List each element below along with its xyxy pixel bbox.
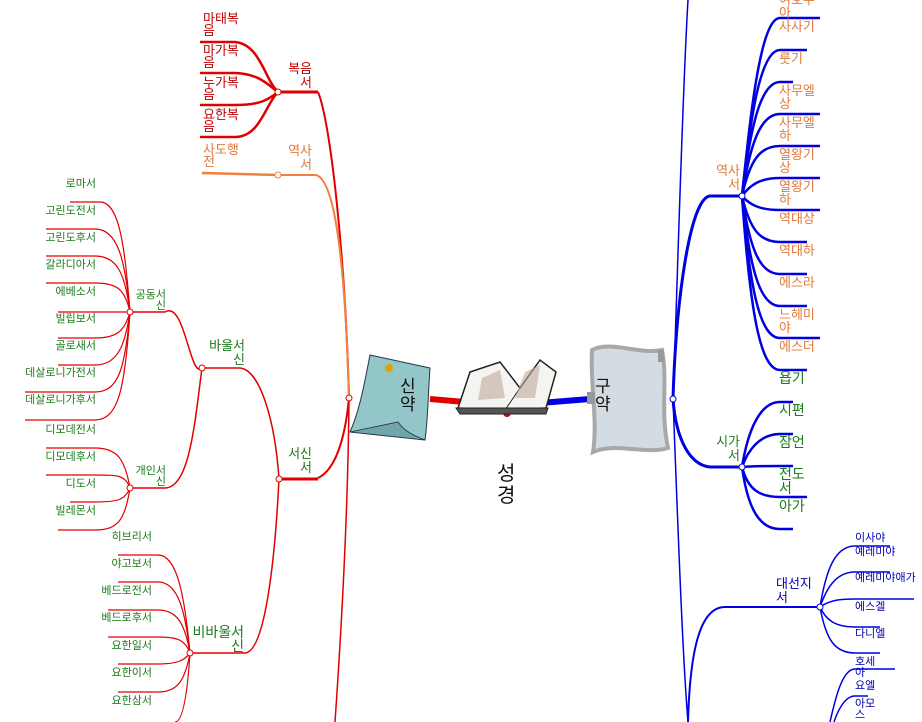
list-item[interactable]: 아모스 bbox=[855, 697, 876, 721]
list-item[interactable]: 데살로니가후서 bbox=[25, 393, 96, 406]
link-root-new-testament bbox=[429, 396, 466, 405]
list-item[interactable]: 다니엘 bbox=[855, 627, 886, 640]
gospel-mark[interactable]: 마가복음 bbox=[203, 44, 239, 71]
old-testament-label[interactable]: 구약 bbox=[595, 377, 611, 415]
list-item[interactable]: 골로새서 bbox=[55, 339, 96, 352]
list-item[interactable]: 룻기 bbox=[779, 52, 803, 67]
list-item[interactable]: 빌립보서 bbox=[55, 312, 96, 325]
new-testament-label[interactable]: 신약 bbox=[400, 377, 416, 415]
list-item[interactable]: 에스라 bbox=[779, 276, 815, 291]
open-book-icon[interactable] bbox=[455, 358, 557, 415]
branch-nt-history-label[interactable]: 역사서 bbox=[288, 144, 312, 173]
gospel-matthew[interactable]: 마태복음 bbox=[203, 12, 239, 39]
group-non-pauline-label[interactable]: 비바울서신 bbox=[192, 625, 244, 655]
new-testament-connectors bbox=[25, 40, 350, 722]
list-item[interactable]: 사무엘하 bbox=[779, 116, 815, 144]
list-item[interactable]: 에스더 bbox=[779, 340, 815, 355]
list-item[interactable]: 베드로전서 bbox=[101, 584, 152, 597]
list-item[interactable]: 디모데후서 bbox=[45, 450, 96, 463]
branch-ot-history-label[interactable]: 역사서 bbox=[716, 164, 740, 193]
list-item[interactable]: 요한삼서 bbox=[111, 694, 152, 707]
list-item[interactable]: 욥기 bbox=[779, 371, 805, 387]
list-item[interactable]: 사사기 bbox=[779, 20, 815, 35]
connector-letters bbox=[317, 397, 350, 479]
list-item[interactable]: 역대상 bbox=[779, 212, 815, 227]
list-item[interactable]: 이사야 bbox=[855, 531, 886, 544]
parchment-frame-icon bbox=[587, 344, 671, 456]
branch-gospels-label[interactable]: 복음서 bbox=[288, 62, 312, 91]
connector-gospels bbox=[317, 91, 350, 399]
list-item[interactable]: 열왕기하 bbox=[779, 180, 815, 208]
list-item[interactable]: 고린도전서 bbox=[45, 204, 96, 217]
list-item[interactable]: 고린도후서 bbox=[45, 231, 96, 244]
list-item[interactable]: 아가 bbox=[779, 499, 805, 515]
list-item[interactable]: 에스겔 bbox=[855, 600, 886, 613]
branch-poetry-label[interactable]: 시가서 bbox=[716, 435, 740, 464]
list-item[interactable]: 요한이서 bbox=[111, 666, 152, 679]
list-item[interactable]: 느헤미야 bbox=[779, 308, 815, 336]
list-item[interactable]: 데살로니가전서 bbox=[25, 366, 96, 379]
list-item[interactable]: 갈라디아서 bbox=[45, 258, 96, 271]
branch-letters-label[interactable]: 서신서 bbox=[288, 447, 312, 476]
list-item[interactable]: 사무엘상 bbox=[779, 84, 815, 112]
connector-personal-letters bbox=[130, 367, 203, 489]
list-item[interactable]: 요엘 bbox=[855, 679, 876, 692]
list-item[interactable]: 전도서 bbox=[779, 467, 805, 497]
nt-history-acts[interactable]: 사도행전 bbox=[203, 143, 239, 170]
list-item[interactable]: 잠언 bbox=[779, 435, 805, 451]
connector-down bbox=[334, 397, 350, 722]
list-item[interactable]: 야고보서 bbox=[111, 557, 152, 570]
subgroup-general-label[interactable]: 공동서신 bbox=[135, 288, 166, 312]
subgroup-personal-label[interactable]: 개인서신 bbox=[135, 464, 166, 488]
list-item[interactable]: 에베소서 bbox=[55, 285, 96, 298]
list-item[interactable]: 여호수아 bbox=[779, 0, 815, 21]
connector-mark bbox=[200, 71, 279, 94]
connector-general-letters bbox=[130, 310, 203, 370]
list-item[interactable]: 디도서 bbox=[65, 477, 96, 490]
list-item[interactable]: 예레미야 bbox=[855, 545, 896, 558]
connector-matthew bbox=[200, 40, 279, 93]
connector-john bbox=[200, 91, 279, 139]
connector-non-pauline bbox=[190, 478, 280, 654]
list-item[interactable]: 히브리서 bbox=[111, 530, 152, 543]
list-item[interactable]: 호세아 bbox=[855, 655, 876, 679]
group-pauline-label[interactable]: 바울서신 bbox=[209, 339, 245, 368]
branch-nodes bbox=[126, 88, 824, 657]
list-item[interactable]: 예레미야애가 bbox=[855, 571, 916, 584]
list-item[interactable]: 빌레몬서 bbox=[55, 504, 96, 517]
gospel-luke[interactable]: 누가복음 bbox=[203, 76, 239, 103]
list-item[interactable]: 로마서 bbox=[65, 177, 96, 190]
list-item[interactable]: 열왕기상 bbox=[779, 148, 815, 176]
list-item[interactable]: 베드로후서 bbox=[101, 611, 152, 624]
old-testament-connectors bbox=[671, 0, 914, 722]
list-item[interactable]: 디모데전서 bbox=[45, 423, 96, 436]
note-paper-icon bbox=[349, 354, 431, 441]
connector-pauline bbox=[202, 367, 280, 480]
list-item[interactable]: 역대하 bbox=[779, 244, 815, 259]
branch-major-prophets-label[interactable]: 대선지서 bbox=[776, 577, 812, 606]
nt-history-connectors bbox=[201, 171, 350, 399]
gospel-john[interactable]: 요한복음 bbox=[203, 108, 239, 135]
list-item[interactable]: 시편 bbox=[779, 403, 805, 419]
root-label[interactable]: 성경 bbox=[497, 461, 516, 507]
list-item[interactable]: 요한일서 bbox=[111, 639, 152, 652]
